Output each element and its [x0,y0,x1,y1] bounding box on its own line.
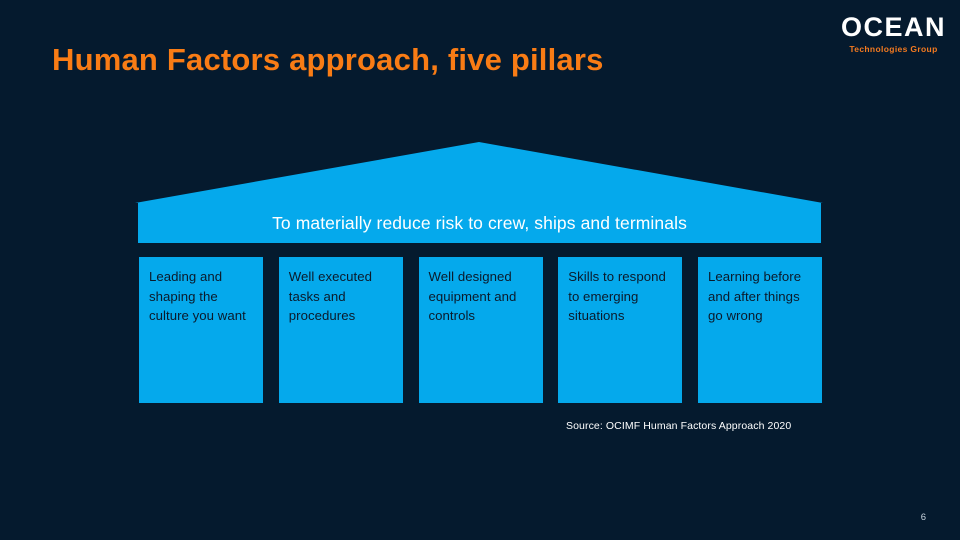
pillar-2-label: Well executed tasks and procedures [288,269,372,323]
roof-diagram: To materially reduce risk to crew, ships… [135,142,823,243]
page-title: Human Factors approach, five pillars [52,42,604,77]
roof-banner-label: To materially reduce risk to crew, ships… [272,212,687,233]
pillar-3: Well designed equipment and controls [418,257,543,403]
roof-banner: To materially reduce risk to crew, ships… [138,203,821,243]
ocean-technologies-group-logo: OCEAN Technologies Group [841,14,946,54]
logo-wordmark: OCEAN [840,12,946,42]
page-number: 6 [920,512,926,523]
pillar-5: Learning before and after things go wron… [698,257,822,403]
pillar-1-label: Leading and shaping the culture you want [149,269,246,323]
pillars-row: Leading and shaping the culture you want… [139,257,822,403]
pillar-4: Skills to respond to emerging situations [558,257,683,403]
source-citation: Source: OCIMF Human Factors Approach 202… [566,420,792,432]
pillar-1: Leading and shaping the culture you want [139,257,263,403]
pillar-4-label: Skills to respond to emerging situations [568,269,666,323]
pillar-3-label: Well designed equipment and controls [428,269,517,323]
pillar-2: Well executed tasks and procedures [278,257,403,403]
logo-tagline: Technologies Group [849,44,938,54]
roof-peak-triangle [135,142,823,203]
pillar-5-label: Learning before and after things go wron… [708,269,802,323]
